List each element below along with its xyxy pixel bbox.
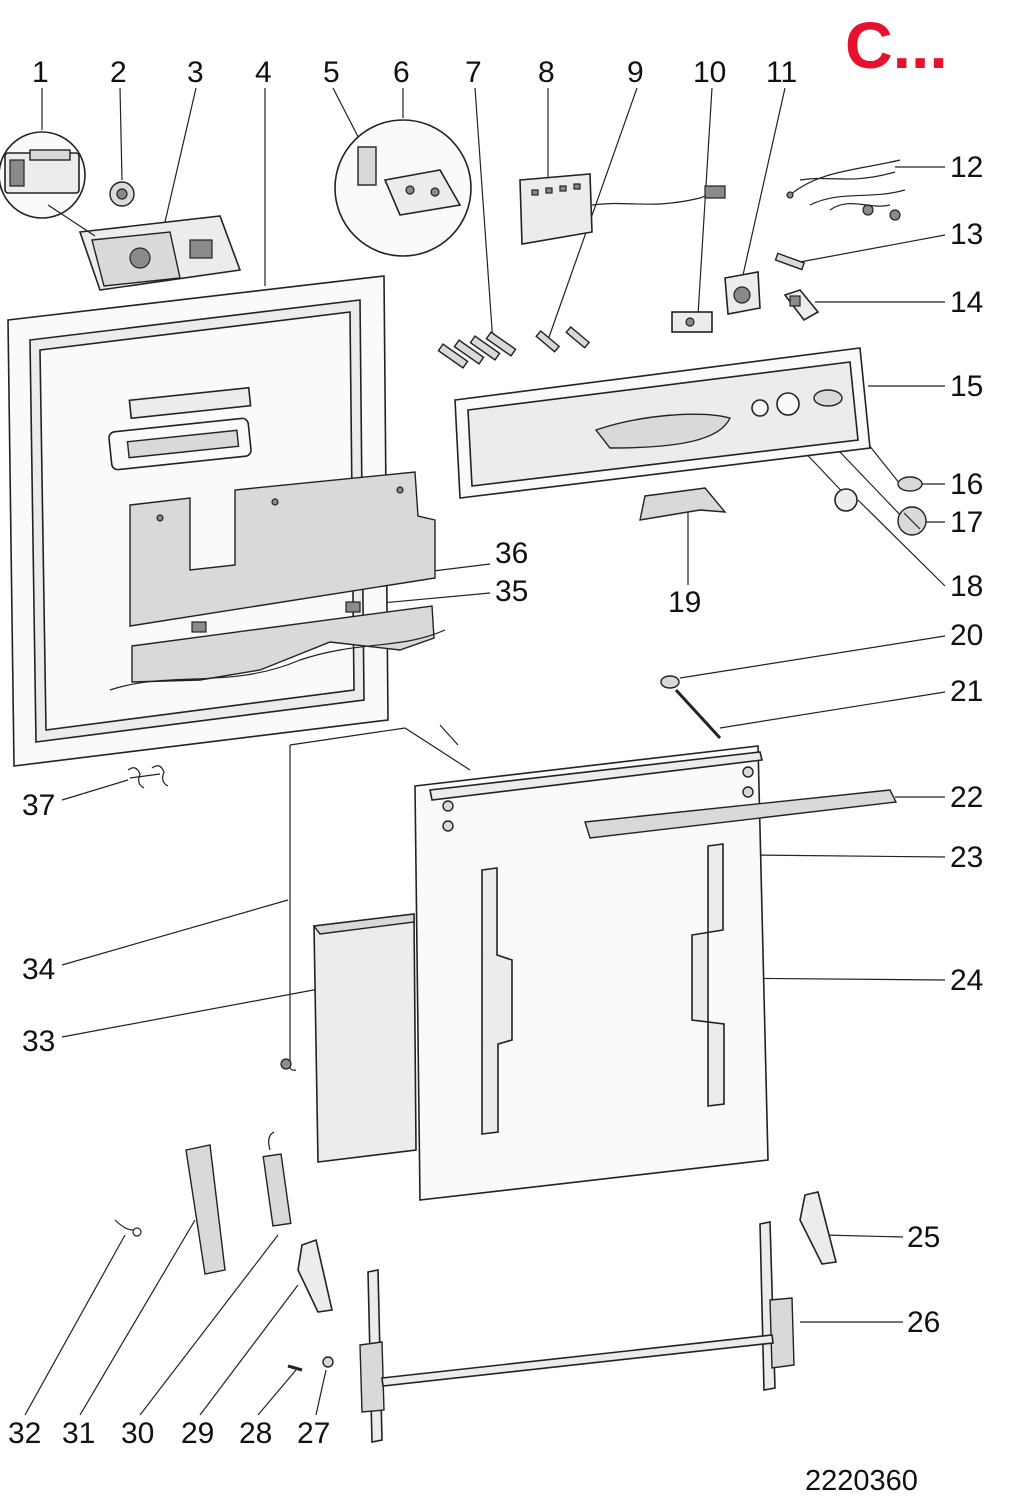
part-29-hinge (297, 1238, 333, 1313)
label-3: 3 (187, 56, 204, 89)
part-37-clip (127, 765, 169, 789)
drawing-reference-number: 2220360 (805, 1465, 918, 1497)
label-14: 14 (950, 286, 983, 319)
label-24: 24 (950, 964, 983, 997)
label-17: 17 (950, 506, 983, 539)
part-35-insulation-strip (109, 601, 446, 691)
label-1: 1 (32, 56, 49, 89)
label-2: 2 (110, 56, 127, 89)
part-1-switch-detail (0, 131, 86, 219)
label-34: 34 (22, 953, 55, 986)
label-19: 19 (668, 586, 701, 619)
part-24-door-brackets (481, 843, 725, 1135)
part-23-outer-door-panel (414, 745, 769, 1201)
part-7-pins (437, 331, 517, 369)
part-10-switch (671, 311, 713, 333)
part-16-button (897, 476, 923, 492)
label-28: 28 (239, 1417, 272, 1450)
part-20-cap (660, 675, 680, 689)
label-11: 11 (766, 56, 797, 89)
part-9-springs (535, 326, 591, 353)
label-12: 12 (950, 151, 983, 184)
part-30-spring (262, 1131, 292, 1227)
label-36: 36 (495, 537, 528, 570)
label-29: 29 (181, 1417, 214, 1450)
label-8: 8 (538, 56, 555, 89)
label-4: 4 (255, 56, 272, 89)
label-6: 6 (393, 56, 410, 89)
part-33-insulation-block (312, 913, 417, 1163)
part-34-cable (280, 724, 471, 1071)
part-8-control-board (519, 173, 726, 245)
part-12-wiring-harness (786, 159, 906, 221)
label-18: 18 (950, 570, 983, 603)
part-32-hook (114, 1219, 142, 1237)
label-7: 7 (465, 56, 482, 89)
label-27: 27 (297, 1417, 330, 1450)
part-13-pin (774, 252, 806, 271)
label-22: 22 (950, 781, 983, 814)
part-31-handle-bar (185, 1144, 226, 1275)
part-17-knob (897, 506, 927, 536)
label-21: 21 (950, 675, 983, 708)
part-14-connector (783, 289, 820, 322)
label-31: 31 (62, 1417, 95, 1450)
part-36-insulation-panel (129, 471, 436, 627)
part-15-control-panel (454, 347, 871, 499)
label-10: 10 (693, 56, 726, 89)
part-26-hinge-frame (359, 1221, 795, 1443)
label-30: 30 (121, 1417, 154, 1450)
part-28-screw (287, 1364, 303, 1372)
part-19-handle-cover (639, 487, 727, 521)
part-18-button (834, 488, 858, 512)
label-13: 13 (950, 218, 983, 251)
label-25: 25 (907, 1221, 940, 1254)
part-21-rod (674, 688, 722, 740)
label-5: 5 (323, 56, 340, 89)
label-15: 15 (950, 370, 983, 403)
part-25-hinge (799, 1191, 837, 1265)
label-9: 9 (627, 56, 644, 89)
label-37: 37 (22, 789, 55, 822)
part-6-latch-detail (334, 119, 472, 257)
label-23: 23 (950, 841, 983, 874)
label-35: 35 (495, 575, 528, 608)
part-3-dispenser (47, 204, 242, 291)
part-11-selector (724, 271, 761, 315)
part-2-grommet (109, 181, 135, 207)
label-16: 16 (950, 468, 983, 501)
part-27-washer (322, 1356, 334, 1368)
label-26: 26 (907, 1306, 940, 1339)
label-33: 33 (22, 1025, 55, 1058)
label-20: 20 (950, 619, 983, 652)
diagram-badge: C... (845, 8, 948, 82)
part-22-trim-strip (584, 789, 898, 839)
label-32: 32 (8, 1417, 41, 1450)
